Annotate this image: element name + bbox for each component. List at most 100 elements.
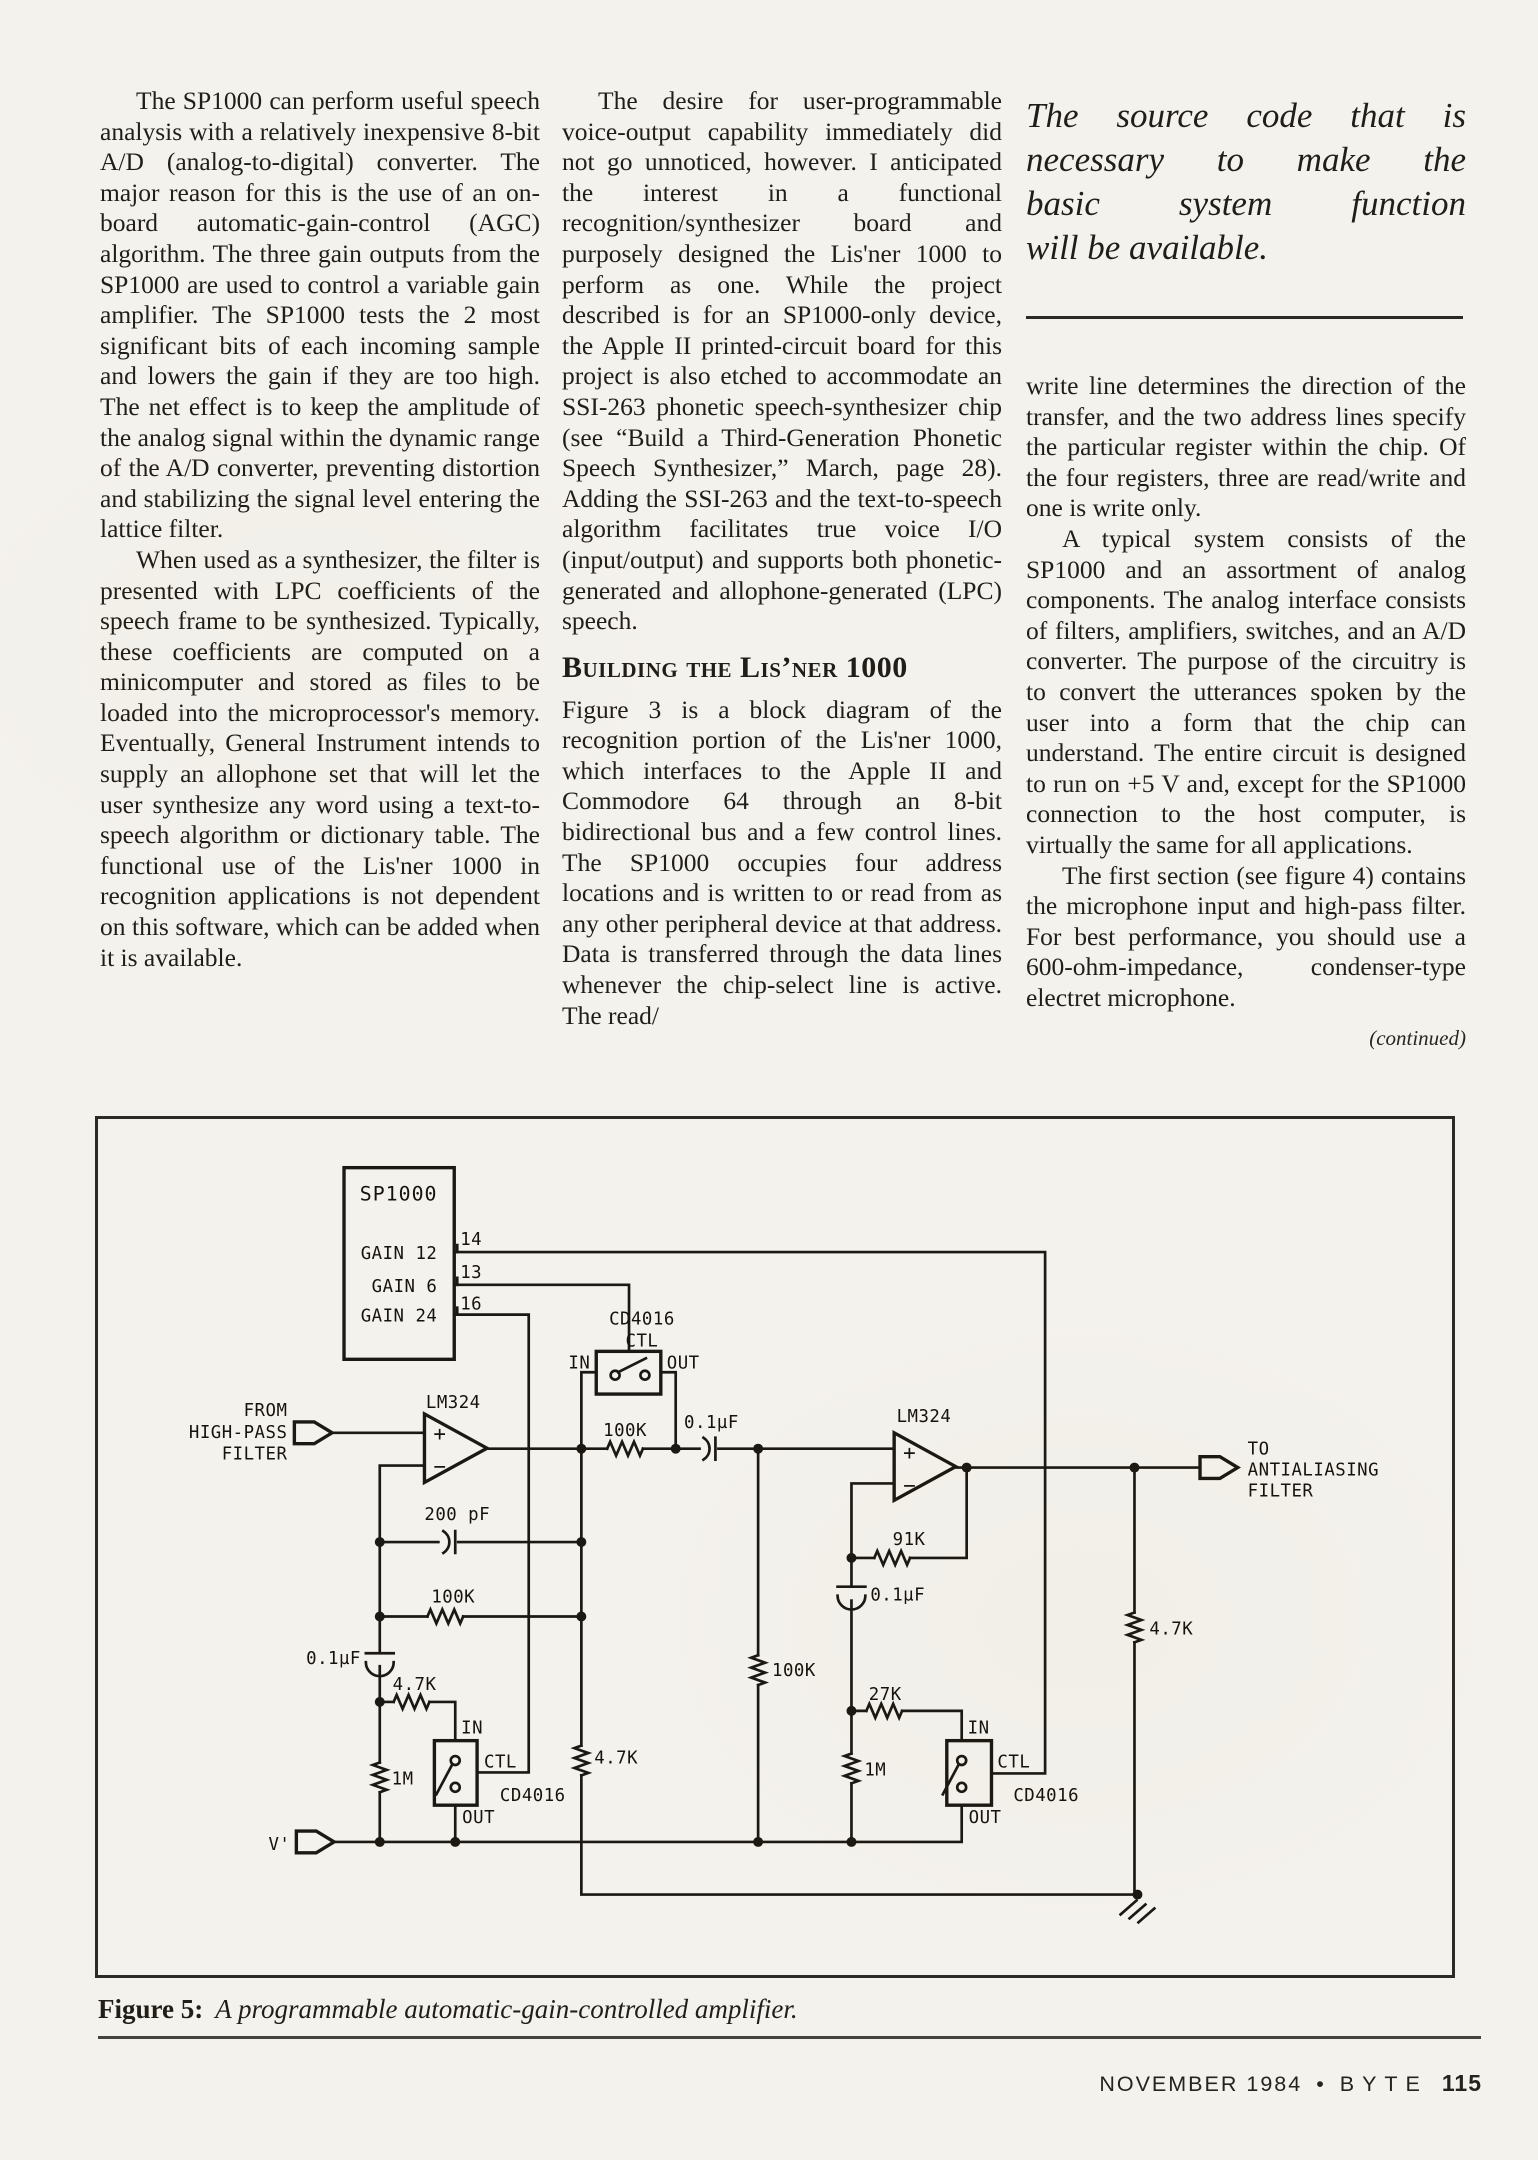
pull-quote-line: will be available. <box>1026 228 1269 267</box>
opamp2-triangle <box>892 1429 960 1504</box>
cap-200pf <box>441 1529 457 1555</box>
junction-dots <box>374 1443 1143 1900</box>
footer-rule <box>98 2036 1481 2039</box>
wire-opamp1-minus <box>378 1464 426 1844</box>
symbol-layer <box>292 1165 1241 1855</box>
cd4016-top-label: CD4016 <box>609 1310 675 1330</box>
label-layer: SP1000 GAIN 12 GAIN 6 GAIN 24 14 13 16 C… <box>189 1182 1379 1854</box>
continued-note: (continued) <box>1369 1026 1466 1051</box>
cd4016-top-ctl: CTL <box>626 1331 659 1351</box>
wire-gain6-to-sw-top <box>452 1283 631 1353</box>
footer-issue: NOVEMBER 1984 <box>1099 2072 1303 2096</box>
wire-out1-node-to-ground <box>580 1447 1139 1896</box>
wire-gain12-to-ctl2 <box>452 1250 1047 1775</box>
pull-quote-line: The source code that is <box>1026 96 1466 135</box>
value-91k: 91K <box>893 1530 926 1550</box>
from-label-3: FILTER <box>222 1445 288 1465</box>
footer-bullet: • <box>1316 2072 1326 2096</box>
resistor-4k7-load <box>1123 1610 1146 1645</box>
vprime-arrow <box>294 1829 338 1855</box>
resistor-4k7-to-ground <box>570 1743 593 1778</box>
value-1m-stage2: 1M <box>864 1760 886 1780</box>
from-label-1: FROM <box>244 1401 288 1421</box>
value-100k-fb1: 100K <box>431 1588 475 1608</box>
section-heading: Building the Lis’ner 1000 <box>562 650 908 684</box>
paragraph: When used as a synthesizer, the filter i… <box>100 544 540 972</box>
ground-icon <box>1118 1898 1157 1925</box>
cd4016-left-label: CD4016 <box>500 1786 566 1806</box>
value-0u1-series: 0.1µF <box>684 1413 739 1433</box>
cap-0u1-stage1 <box>364 1651 396 1678</box>
pin-14: 14 <box>460 1230 482 1250</box>
resistor-27k-stage2 <box>864 1700 904 1722</box>
paragraph: write line determines the direction of t… <box>1026 371 1466 523</box>
gain24-label: GAIN 24 <box>361 1307 438 1327</box>
wire-vprime-rail <box>331 1803 964 1844</box>
opamp1-triangle <box>422 1411 491 1486</box>
cd4016-left-ctl: CTL <box>484 1752 517 1772</box>
page-footer: NOVEMBER 1984 • BYTE 115 <box>1099 2070 1482 2097</box>
wire-gain24-to-ctl1 <box>452 1313 531 1774</box>
resistor-4k7-stage1 <box>391 1691 432 1713</box>
pin-16: 16 <box>460 1295 482 1315</box>
lm324-2-label: LM324 <box>897 1407 952 1427</box>
to-label-3: FILTER <box>1248 1481 1314 1501</box>
cd4016-top-box <box>594 1349 663 1396</box>
value-4k7-load: 4.7K <box>1149 1619 1193 1639</box>
wire-27k-branch <box>850 1709 964 1742</box>
opamp1-minus: − <box>433 1455 446 1479</box>
circuit-diagram: SP1000 GAIN 12 GAIN 6 GAIN 24 14 13 16 C… <box>189 1165 1379 1925</box>
lm324-1-label: LM324 <box>426 1393 481 1413</box>
vprime-label: V' <box>268 1835 290 1855</box>
to-label-1: TO <box>1248 1440 1270 1460</box>
cd4016-left-in: IN <box>461 1719 483 1739</box>
resistor-1m-stage1 <box>368 1760 391 1794</box>
wire-sw-top-out <box>659 1370 678 1451</box>
pull-quote-rule <box>1026 316 1463 319</box>
value-0u1-stage2: 0.1µF <box>870 1586 925 1606</box>
figure-caption: Figure 5: A programmable automatic-gain-c… <box>98 1994 1478 2025</box>
value-4k7-stage1: 4.7K <box>393 1675 437 1695</box>
paragraph: The SP1000 can perform useful speech ana… <box>100 86 540 544</box>
column-left: The SP1000 can perform useful speech ana… <box>100 86 540 973</box>
value-200pf: 200 pF <box>424 1505 490 1525</box>
cap-0u1-series <box>701 1435 717 1462</box>
value-100k-series: 100K <box>603 1421 647 1441</box>
cd4016-left-box <box>432 1738 479 1807</box>
cd4016-right-ctl: CTL <box>997 1752 1030 1772</box>
figure-caption-label: Figure 5: <box>98 1994 204 2024</box>
resistor-1m-stage2 <box>840 1751 863 1786</box>
column-middle: The desire for user-programmable voice-o… <box>562 86 1002 1031</box>
cd4016-left-out: OUT <box>462 1808 495 1828</box>
pull-quote: The source code that is necessary to mak… <box>1026 94 1466 270</box>
resistor-91k-feedback2 <box>872 1547 912 1569</box>
value-4k7-ground: 4.7K <box>594 1748 638 1768</box>
cd4016-right-label: CD4016 <box>1013 1786 1079 1806</box>
column-right: The source code that is necessary to mak… <box>1026 86 1466 1054</box>
value-1m-stage1: 1M <box>392 1769 414 1789</box>
cd4016-right-out: OUT <box>969 1808 1002 1828</box>
resistor-100k-series <box>605 1438 645 1460</box>
cd4016-top-in: IN <box>568 1353 590 1373</box>
cd4016-right-in: IN <box>968 1719 990 1739</box>
pin-13: 13 <box>460 1263 482 1283</box>
resistor-layer <box>368 1438 1146 1794</box>
pull-quote-line: basic system function <box>1026 184 1466 223</box>
figure-5-schematic: SP1000 GAIN 12 GAIN 6 GAIN 24 14 13 16 C… <box>95 1116 1455 1978</box>
paragraph: Figure 3 is a block diagram of the recog… <box>562 694 1002 1030</box>
value-27k: 27K <box>869 1685 902 1705</box>
figure-caption-text: A programmable automatic-gain-controlled… <box>215 1994 798 2024</box>
opamp1-plus: + <box>433 1422 446 1446</box>
sp1000-label: SP1000 <box>360 1182 438 1205</box>
cd4016-top-out: OUT <box>667 1353 700 1373</box>
gain12-label: GAIN 12 <box>361 1244 438 1264</box>
wire-opamp2-minus <box>850 1482 896 1844</box>
footer-page-number: 115 <box>1441 2070 1482 2096</box>
opamp2-minus: − <box>903 1473 916 1497</box>
pull-quote-line: necessary to make the <box>1026 140 1466 179</box>
sp1000-box <box>342 1165 456 1362</box>
value-100k-bias: 100K <box>772 1661 816 1681</box>
capacitor-layer <box>364 1435 867 1678</box>
to-label-2: ANTIALIASING <box>1248 1461 1379 1481</box>
